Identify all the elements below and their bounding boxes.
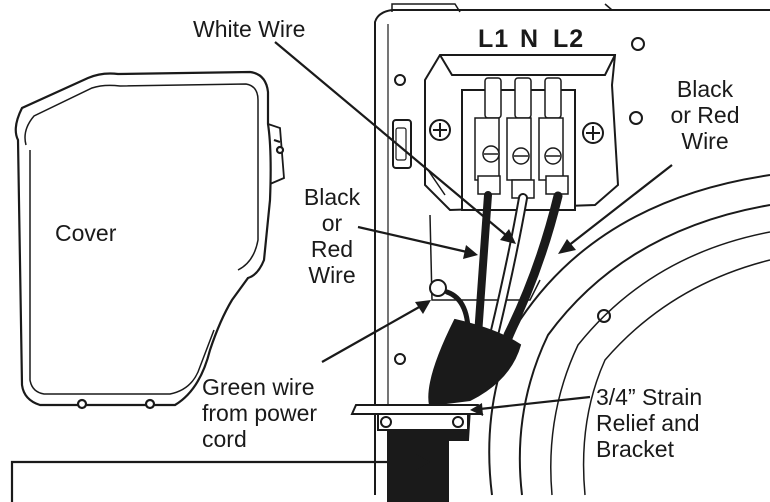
right-wire-arrowhead [558,239,576,254]
left-wire-label-line-4: Wire [308,262,356,288]
strain-relief-label-line-2: Relief and [596,410,700,436]
left-wire-arrowhead [463,245,478,259]
terminal-l1-label: L1 [478,25,510,53]
cover-label: Cover [55,220,117,246]
cord-callout-line [10,460,420,502]
power-cord [387,318,522,502]
terminal-posts [474,77,569,199]
right-wire-label: Black or Red Wire [650,76,760,154]
terminal-block [424,54,620,301]
strain-relief-arrowhead [470,403,483,416]
white-wire-arrowhead [500,229,516,244]
strain-relief-callout-line [479,395,591,411]
right-wire-label-line-2: or Red [670,102,740,128]
dryer-back-panel [374,3,770,496]
wire-bundle [444,191,563,343]
left-wire-callout-line [357,225,468,254]
callout-lines [10,41,673,502]
terminal-l2-label: L2 [553,25,585,53]
green-wire-label-line-2: from power [202,400,318,426]
green-wire-label-line-3: cord [202,426,247,452]
green-wire-label: Green wire from power cord [202,374,317,452]
green-wire-arrowhead [415,300,431,314]
strain-relief-bracket [350,404,484,431]
right-wire-label-line-1: Black [676,76,734,102]
terminal-cover [14,70,285,410]
green-wire-label-line-1: Green wire [202,374,315,400]
cord-arrowhead [416,454,430,470]
white-wire-label: White Wire [193,16,306,42]
strain-relief-label-line-1: 3/4” Strain [596,384,703,410]
strain-relief-label: 3/4” Strain Relief and Bracket [596,384,702,462]
green-wire-callout-line [321,305,422,363]
right-wire-callout-line [567,164,673,247]
left-wire-label: Black or Red Wire [282,184,382,288]
left-wire-label-line-1: Black [303,184,361,210]
left-wire-label-line-2: or [321,210,343,236]
strain-relief-label-line-3: Bracket [596,436,674,462]
terminal-n-label: N [520,25,540,53]
left-wire-label-line-3: Red [310,236,354,262]
white-wire-callout-line [274,41,508,237]
right-wire-label-line-3: Wire [681,128,729,154]
